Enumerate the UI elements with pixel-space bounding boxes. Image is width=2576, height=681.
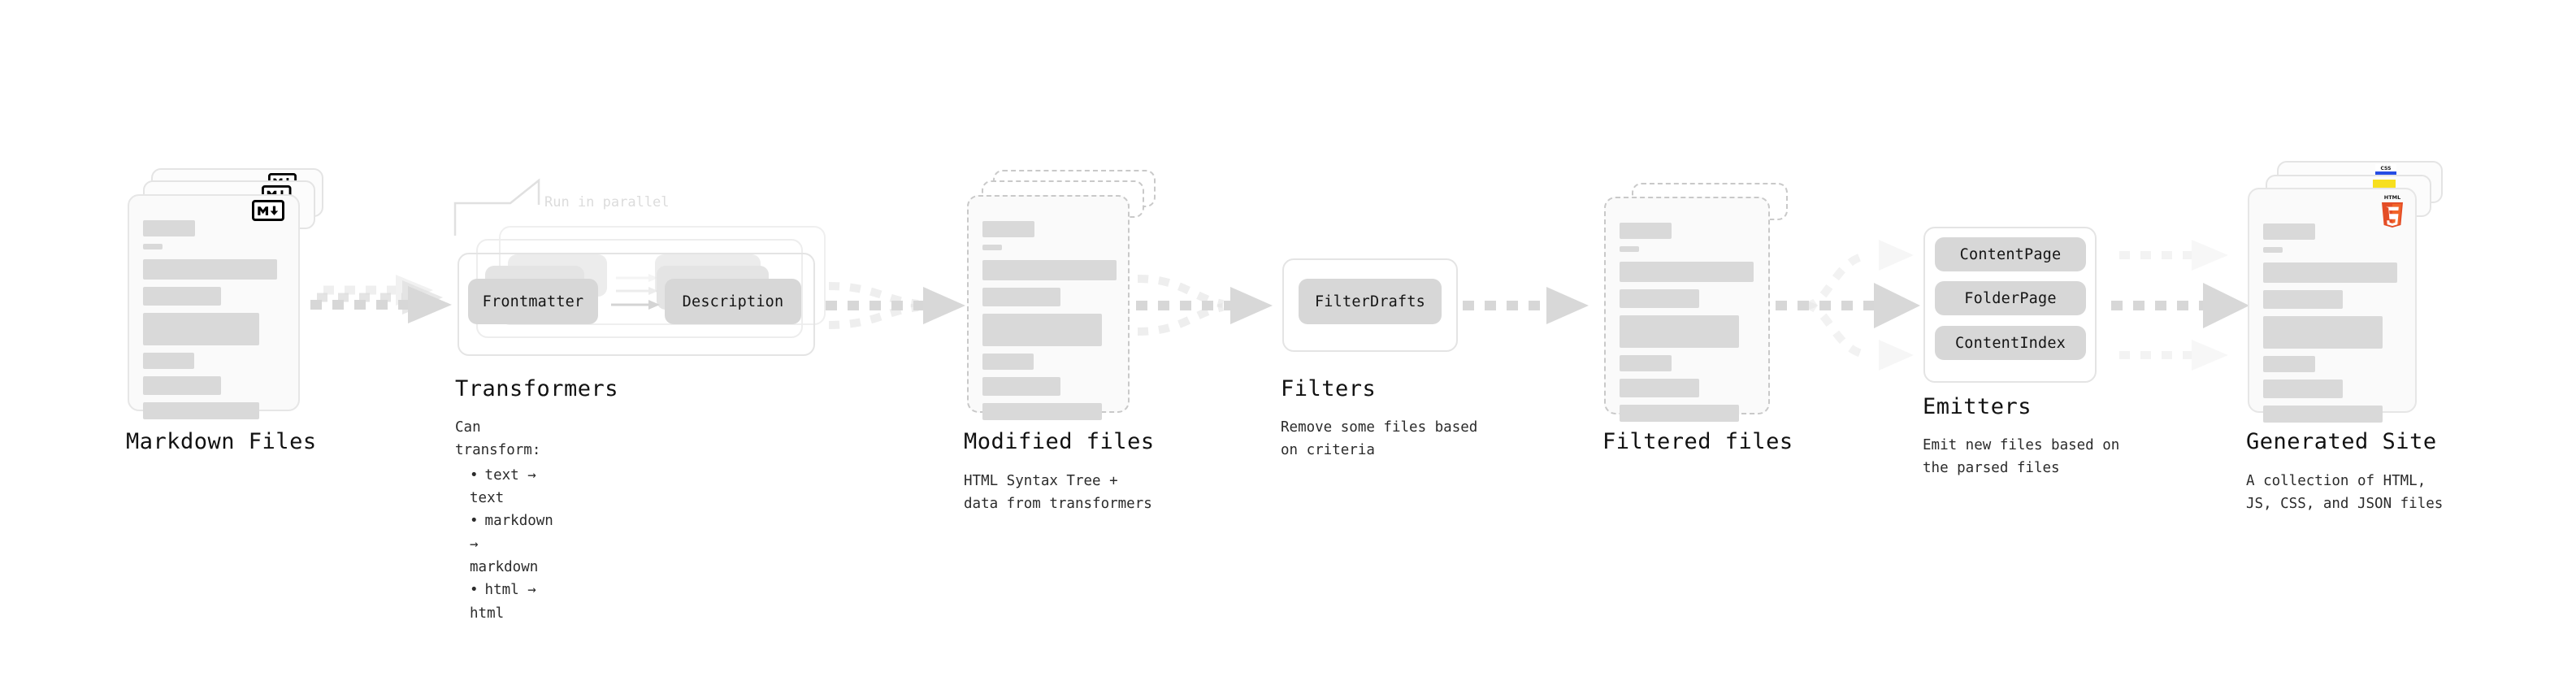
markdown-card-front — [128, 194, 300, 419]
markdown-icon — [252, 200, 284, 221]
stage-subtitle-generated-site: A collection of HTML, JS, CSS, and JSON … — [2246, 473, 2444, 513]
filter-pill-filterdrafts-label: FilterDrafts — [1314, 293, 1426, 310]
transformers-bullet-item: html → html — [470, 579, 553, 625]
transformer-pill-description-label: Description — [682, 293, 784, 310]
css-icon: CSS — [2375, 164, 2396, 175]
stage-title-emitters: Emitters — [1923, 394, 2032, 419]
arrow-filtered-to-emitters — [1776, 240, 1920, 371]
filter-pill-filterdrafts[interactable]: FilterDrafts — [1299, 279, 1442, 324]
transformers-bullets: Can transform: text → text markdown → ma… — [455, 416, 553, 625]
transformer-pill-frontmatter-label: Frontmatter — [482, 293, 584, 310]
emitter-pill-contentindex[interactable]: ContentIndex — [1935, 326, 2086, 360]
transformers-panel-front — [458, 253, 815, 356]
transformers-bullet-item: markdown → markdown — [470, 510, 553, 579]
modified-placeholder-lines — [982, 221, 1117, 427]
arrow-transformers-to-modified — [826, 282, 965, 329]
emitter-pill-contentpage-label: ContentPage — [1959, 245, 2062, 263]
stage-title-transformers: Transformers — [455, 376, 619, 401]
html5-icon: HTML — [2379, 193, 2406, 228]
arrow-filters-to-filtered — [1463, 287, 1589, 324]
stage-subtitle-filters: Remove some files based on criteria — [1281, 419, 1478, 459]
transformer-pill-frontmatter[interactable]: Frontmatter — [468, 279, 598, 324]
stage-title-generated-site: Generated Site — [2246, 429, 2437, 454]
stage-subtitle-modified-files: HTML Syntax Tree + data from transformer… — [964, 473, 1152, 513]
arrow-markdown-to-transformers — [310, 275, 452, 323]
site-card-front — [2248, 188, 2417, 423]
filtered-placeholder-lines — [1620, 223, 1755, 429]
filtered-card-front — [1604, 197, 1770, 422]
run-in-parallel-label: Run in parallel — [544, 194, 670, 210]
svg-text:HTML: HTML — [2384, 194, 2400, 201]
site-placeholder-lines — [2263, 223, 2402, 430]
css-icon-bar — [2375, 171, 2396, 175]
css-icon-label: CSS — [2380, 166, 2392, 171]
arrow-emitters-to-site — [2111, 240, 2249, 371]
stage-title-filters: Filters — [1281, 376, 1377, 401]
emitter-pill-contentpage[interactable]: ContentPage — [1935, 237, 2086, 271]
modified-card-front — [967, 195, 1130, 420]
transformers-bullet-item: text → text — [470, 464, 553, 510]
emitter-pill-folderpage[interactable]: FolderPage — [1935, 281, 2086, 315]
transformer-pill-description[interactable]: Description — [665, 279, 801, 324]
stage-title-filtered-files: Filtered files — [1602, 429, 1793, 454]
arrow-modified-to-filters — [1136, 275, 1273, 336]
emitter-pill-folderpage-label: FolderPage — [1964, 289, 2057, 307]
stage-subtitle-emitters: Emit new files based on the parsed files — [1923, 437, 2120, 477]
markdown-placeholder-lines — [143, 220, 285, 427]
transformers-bullets-head: Can transform: — [455, 419, 541, 459]
stage-title-modified-files: Modified files — [964, 429, 1155, 454]
emitter-pill-contentindex-label: ContentIndex — [1954, 334, 2066, 352]
stage-title-markdown-files: Markdown Files — [126, 429, 317, 454]
